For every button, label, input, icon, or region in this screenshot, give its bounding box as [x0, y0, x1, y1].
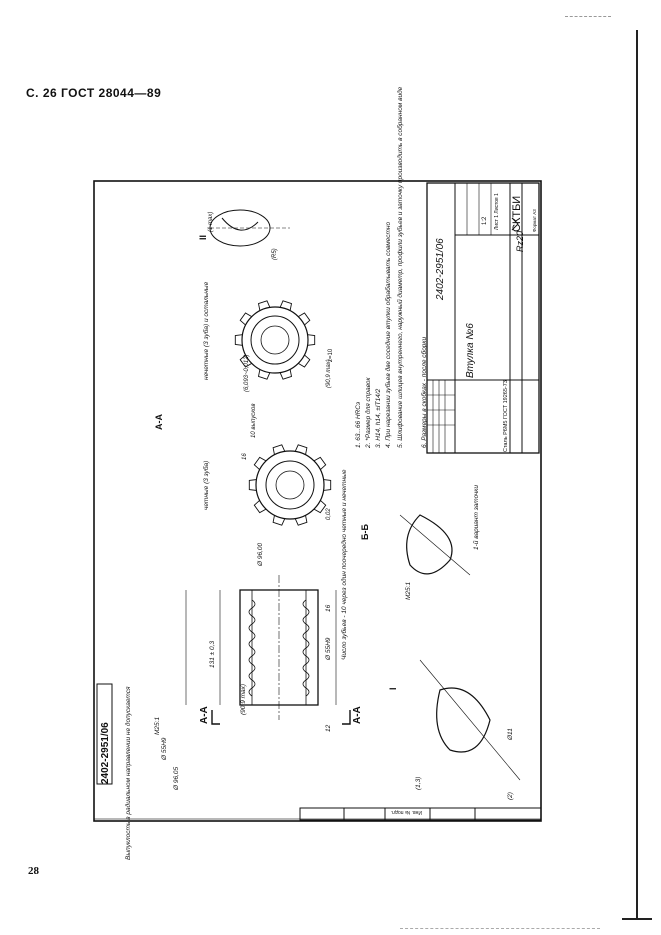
svg-text:(R5): (R5)	[272, 248, 278, 260]
gear-tooth	[298, 354, 311, 368]
svg-text:Б-Б: Б-Б	[360, 524, 370, 540]
svg-text:(1,3): (1,3)	[415, 777, 422, 790]
svg-text:(90,9 max): (90,9 max)	[326, 359, 332, 388]
section-b-b: Б-Б 1-й вариант заточки М25:1	[360, 485, 480, 600]
svg-text:z=10: z=10	[328, 348, 334, 362]
scale: 1:2	[482, 216, 488, 225]
title-block: Втулка №6 Сталь Р6М5 ГОСТ 19265-73 2402-…	[426, 182, 540, 454]
scan-mark-top	[565, 16, 611, 18]
gear-tooth	[323, 479, 332, 491]
svg-text:131 ± 0,3: 131 ± 0,3	[209, 641, 216, 668]
svg-text:нечетные (3 зуба) и остальные: нечетные (3 зуба) и остальные	[202, 281, 210, 380]
svg-text:1-й вариант заточки: 1-й вариант заточки	[472, 485, 480, 550]
gear-tooth	[279, 369, 293, 380]
svg-text:I: I	[388, 687, 398, 690]
gear-tooth	[257, 369, 271, 380]
gear-tooth	[279, 300, 293, 311]
technical-notes: 1. 63...66 HRCэ 2. *Размер для справок 3…	[355, 86, 428, 449]
gear-tooth	[248, 479, 257, 491]
main-view: 131 ± 0,3 Ø 55H9 Ø 96,00 Ø 96,05 Ø 55H9 …	[154, 542, 337, 791]
gear-tooth	[294, 444, 308, 455]
stamp-text: Инв. № подл.	[391, 809, 422, 815]
binding-rule-foot	[622, 918, 652, 920]
sheet-info: Лист 1 Листов 1	[494, 193, 500, 230]
svg-text:Ø 55H9: Ø 55H9	[161, 737, 168, 761]
svg-text:А-А: А-А	[352, 706, 363, 724]
note-3: 3. H14, h14, ±IT14/2	[375, 388, 382, 448]
page-number: 28	[28, 865, 39, 877]
gear-tooth	[239, 312, 252, 326]
gear-tooth	[313, 499, 327, 514]
svg-text:16: 16	[325, 604, 332, 612]
doc-code-title: 2402-2951/06	[435, 238, 446, 301]
section-markers: А-А А-А	[199, 706, 363, 725]
svg-text:М25:1: М25:1	[405, 582, 412, 600]
note-4: 4. При нарезании зубьев две соседние вту…	[384, 222, 392, 448]
bottom-stamp: Инв. № подл.	[299, 807, 542, 821]
material: Сталь Р6М5 ГОСТ 19265-73	[503, 380, 509, 452]
upper-gear-teeth	[234, 300, 316, 380]
roughness-sign: Rz20	[511, 217, 525, 252]
organization: СКТБИ	[511, 196, 523, 232]
note-5: 5. Шлифование шлицев внутреннего, наружн…	[396, 86, 404, 448]
svg-text:А-А: А-А	[199, 706, 210, 724]
gear-tooth	[313, 456, 327, 471]
format: Формат А3	[532, 209, 537, 232]
svg-text:М25:1: М25:1	[154, 717, 161, 735]
gear-tooth	[298, 312, 311, 326]
doc-code-side: 2402-2951/06	[100, 722, 111, 784]
lower-gear-teeth	[248, 444, 332, 526]
note-2: 2. *Размер для справок	[364, 377, 372, 449]
svg-text:12: 12	[325, 724, 332, 732]
doc-code-box: 2402-2951/06	[96, 683, 113, 785]
svg-text:10 выпусков: 10 выпусков	[251, 404, 257, 439]
svg-text:Ø 55H9: Ø 55H9	[325, 637, 332, 661]
svg-text:А-А: А-А	[154, 414, 164, 430]
gear-tooth	[253, 499, 267, 514]
page-header: С. 26 ГОСТ 28044—89	[26, 86, 162, 100]
note-1: 1. 63...66 HRCэ	[355, 402, 362, 448]
svg-text:Ø 96,05: Ø 96,05	[173, 766, 180, 791]
svg-text:(90,9 max): (90,9 max)	[240, 684, 247, 715]
gear-tooth	[272, 515, 286, 526]
section-a-a: А-А нечетные (3 зуба) и остальные четные…	[154, 281, 334, 526]
gear-tooth	[294, 515, 308, 526]
label-teeth: Число зубьев - 10 через один поочередно …	[340, 469, 348, 660]
svg-text:Ø11: Ø11	[507, 728, 514, 741]
note-6: 6. Размеры в скобках - после сборки	[420, 337, 428, 448]
svg-text:Rz20: Rz20	[515, 231, 525, 252]
gear-tooth	[239, 354, 252, 368]
gear-tooth	[234, 334, 243, 346]
gear-tooth	[272, 444, 286, 455]
part-name: Втулка №6	[465, 323, 476, 378]
gear-tooth	[253, 456, 267, 471]
svg-text:Ø 96,00: Ø 96,00	[257, 542, 264, 567]
svg-text:(2): (2)	[507, 792, 514, 800]
svg-text:16: 16	[242, 453, 248, 460]
label-shrink: Выпуклость в радиальном направлении не д…	[124, 686, 132, 860]
gear-tooth	[307, 334, 316, 346]
scan-mark-bottom	[400, 928, 600, 930]
svg-text:(1 max): (1 max)	[208, 212, 214, 232]
svg-text:(6,093~0,012): (6,093~0,012)	[244, 354, 250, 392]
view-ii-detail: II (1 max) (R5)	[198, 209, 290, 260]
svg-text:четные (3 зуба): четные (3 зуба)	[202, 461, 210, 510]
sheet-inner-frame	[93, 180, 542, 820]
binding-rule	[636, 30, 638, 920]
gear-tooth	[257, 300, 271, 311]
detail-i: I Ø11 (1,3) (2)	[388, 659, 521, 800]
svg-text:0,02: 0,02	[326, 508, 332, 520]
svg-text:II: II	[198, 235, 208, 240]
